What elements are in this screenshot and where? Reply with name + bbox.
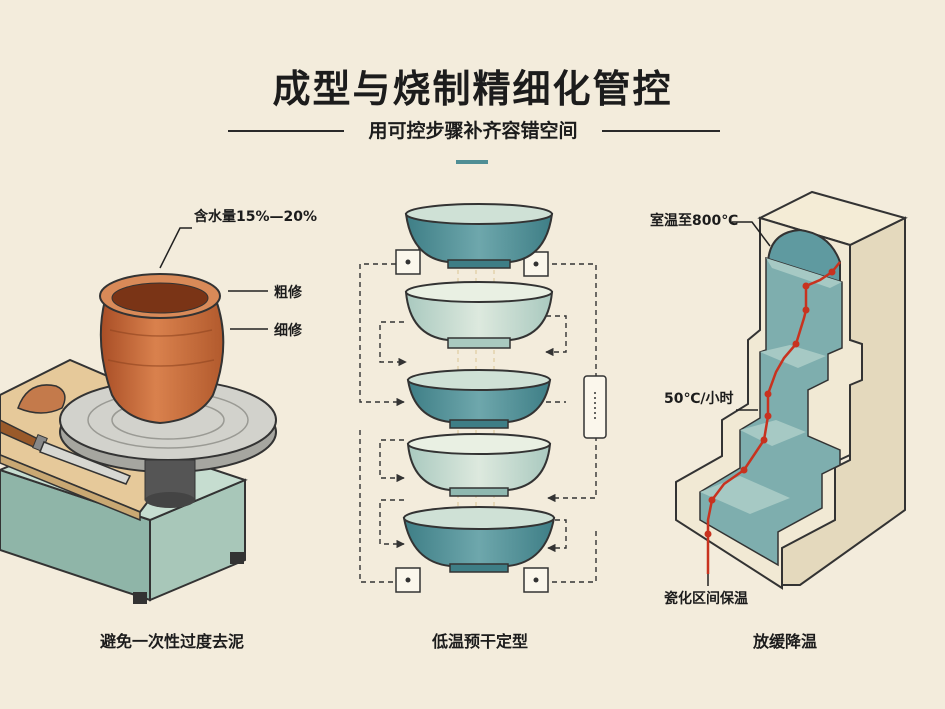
heat-to-label: 室温至800℃ xyxy=(650,213,739,229)
drying-panel xyxy=(359,203,607,593)
moisture-label: 含水量15%—20% xyxy=(194,209,318,225)
bowl-icon xyxy=(404,281,554,349)
fine-trim-label: 细修 xyxy=(274,323,302,339)
rate-label: 50℃/小时 xyxy=(664,391,734,407)
rough-trim-label: 粗修 xyxy=(274,285,302,301)
clay-lump-icon xyxy=(17,384,66,414)
firing-panel xyxy=(675,190,908,590)
heat-to-leader xyxy=(732,221,771,247)
temperature-curve-icon xyxy=(704,261,841,574)
forming-panel xyxy=(0,227,277,604)
clay-pot-icon xyxy=(99,273,225,425)
bowl-icon xyxy=(404,203,554,269)
subtitle-row: 用可控步骤补齐容错空间 xyxy=(0,116,945,146)
fan-unit-icon xyxy=(395,567,421,593)
firing-caption: 放缓降温 xyxy=(752,632,817,651)
bowl-icon xyxy=(406,433,552,497)
subtitle-rule-left xyxy=(228,130,344,132)
fan-unit-icon xyxy=(395,249,421,275)
airflow-icon xyxy=(359,212,597,583)
page-title: 成型与烧制精细化管控 xyxy=(272,67,673,111)
bowl-icon xyxy=(406,369,552,429)
vent-panel-icon xyxy=(583,375,607,439)
bowl-icon xyxy=(402,506,556,573)
hold-label: 瓷化区间保温 xyxy=(664,591,748,607)
subtitle-rule-right xyxy=(602,130,720,132)
accent-bar xyxy=(456,160,488,164)
moisture-leader xyxy=(159,227,192,269)
fan-unit-icon xyxy=(523,567,549,593)
drying-caption: 低温预干定型 xyxy=(431,632,528,651)
forming-caption: 避免一次性过度去泥 xyxy=(99,632,244,651)
trimming-knife-icon xyxy=(0,419,132,485)
page-subtitle: 用可控步骤补齐容错空间 xyxy=(368,120,578,142)
